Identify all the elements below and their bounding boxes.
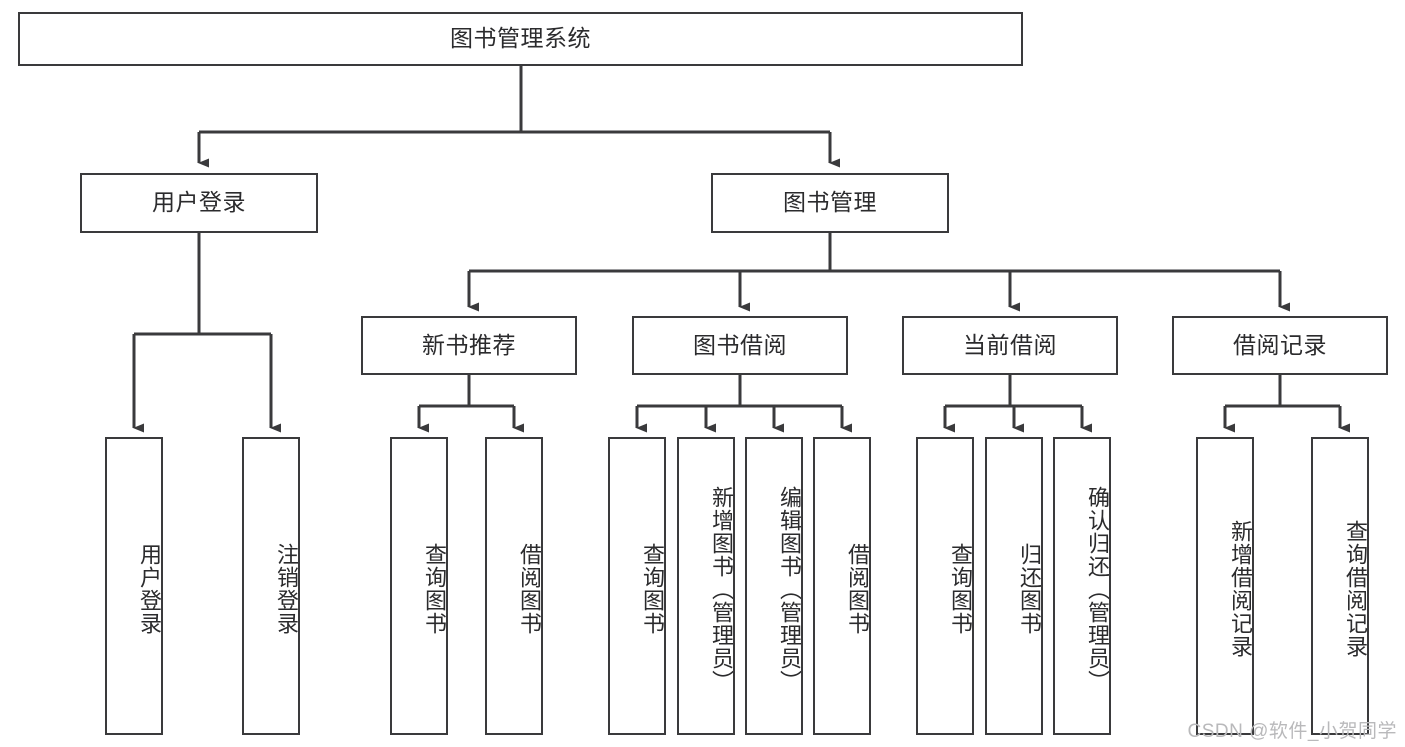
node-current-borrow[interactable]: 当前借阅: [902, 316, 1118, 375]
leaf-new-book-recommend-1[interactable]: 借阅图书: [485, 437, 543, 735]
leaf-user-login-1[interactable]: 注销登录: [242, 437, 300, 735]
leaf-user-login-0[interactable]: 用户登录: [105, 437, 163, 735]
node-root-label: 图书管理系统: [450, 25, 591, 52]
leaf-label: 查询图书: [640, 543, 665, 635]
node-book-borrow[interactable]: 图书借阅: [632, 316, 848, 375]
leaf-book-borrow-3[interactable]: 借阅图书: [813, 437, 871, 735]
leaf-current-borrow-2[interactable]: 确认归还（管理员）: [1053, 437, 1111, 735]
leaf-current-borrow-0[interactable]: 查询图书: [916, 437, 974, 735]
leaf-label: 用户登录: [137, 543, 162, 635]
leaf-current-borrow-1[interactable]: 归还图书: [985, 437, 1043, 735]
node-new-book-recommend-label: 新书推荐: [422, 331, 516, 358]
leaf-label: 注销登录: [274, 543, 299, 635]
node-book-manage[interactable]: 图书管理: [711, 173, 949, 233]
leaf-label: 查询借阅记录: [1343, 520, 1368, 658]
leaf-label: 归还图书: [1017, 543, 1042, 635]
leaf-label: 借阅图书: [517, 543, 542, 635]
node-user-login-label: 用户登录: [152, 189, 246, 216]
node-book-manage-label: 图书管理: [783, 189, 877, 216]
leaf-new-book-recommend-0[interactable]: 查询图书: [390, 437, 448, 735]
node-current-borrow-label: 当前借阅: [963, 331, 1057, 358]
leaf-label: 确认归还（管理员）: [1085, 485, 1110, 693]
leaf-label: 新增借阅记录: [1228, 520, 1253, 658]
node-user-login[interactable]: 用户登录: [80, 173, 318, 233]
leaf-book-borrow-2[interactable]: 编辑图书（管理员）: [745, 437, 803, 735]
node-borrow-record[interactable]: 借阅记录: [1172, 316, 1388, 375]
leaf-label: 编辑图书（管理员）: [777, 485, 802, 693]
leaf-borrow-record-0[interactable]: 新增借阅记录: [1196, 437, 1254, 735]
watermark: CSDN @软件_小贺同学: [1187, 721, 1397, 742]
leaf-borrow-record-1[interactable]: 查询借阅记录: [1311, 437, 1369, 735]
leaf-label: 查询图书: [948, 543, 973, 635]
leaf-label: 新增图书（管理员）: [709, 485, 734, 693]
leaf-book-borrow-1[interactable]: 新增图书（管理员）: [677, 437, 735, 735]
leaf-label: 查询图书: [422, 543, 447, 635]
node-borrow-record-label: 借阅记录: [1233, 331, 1327, 358]
node-new-book-recommend[interactable]: 新书推荐: [361, 316, 577, 375]
leaf-label: 借阅图书: [845, 543, 870, 635]
node-root[interactable]: 图书管理系统: [18, 12, 1023, 66]
node-book-borrow-label: 图书借阅: [693, 331, 787, 358]
leaf-book-borrow-0[interactable]: 查询图书: [608, 437, 666, 735]
